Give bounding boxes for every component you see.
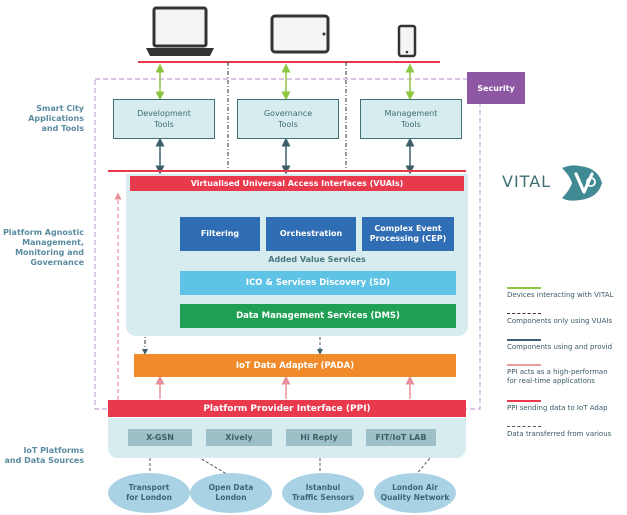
platform-agnostic-label: Platform Agnostic Management, Monitoring… bbox=[2, 228, 84, 267]
vital-logo-mark bbox=[562, 165, 602, 201]
added-value-label: Added Value Services bbox=[268, 255, 366, 264]
vuai-bar: Virtualised Universal Access Interfaces … bbox=[130, 176, 464, 191]
legend-line-components bbox=[507, 339, 541, 341]
iot-platforms-label: IoT Platforms and Data Sources bbox=[4, 446, 84, 465]
legend-devices: Devices interacting with VITAL bbox=[507, 291, 614, 299]
platform-provider-interface-bar: Platform Provider Interface (PPI) bbox=[108, 400, 466, 417]
orchestration-box: Orchestration bbox=[266, 217, 356, 251]
security-badge: Security bbox=[467, 72, 525, 104]
iot-data-adapter-bar: IoT Data Adapter (PADA) bbox=[134, 354, 456, 377]
legend-ppi-highperf: PPI acts as a high-performan bbox=[507, 368, 608, 376]
legend-line-vuai-only bbox=[507, 313, 541, 314]
legend-ppi-highperf-2: for real-time applications bbox=[507, 377, 595, 385]
legend-vuai-only: Components only using VUAIs bbox=[507, 317, 613, 325]
legend-ppi-sending: PPI sending data to IoT Adap bbox=[507, 404, 608, 412]
vuai-top-rail bbox=[108, 170, 466, 172]
filtering-box: Filtering bbox=[180, 217, 260, 251]
data-management-services-bar: Data Management Services (DMS) bbox=[180, 304, 456, 328]
platform-x-gsn: X-GSN bbox=[128, 429, 192, 446]
tablet-icon bbox=[270, 14, 330, 54]
legend-line-devices bbox=[507, 287, 541, 289]
vital-logo-text: VITAL bbox=[502, 172, 552, 191]
ico-services-discovery-bar: ICO & Services Discovery (SD) bbox=[180, 271, 456, 295]
legend-data-transferred: Data transferred from various bbox=[507, 430, 612, 438]
phone-icon bbox=[397, 24, 417, 58]
legend-line-data-transferred bbox=[507, 426, 541, 427]
smart-city-label: Smart City Applications and Tools bbox=[28, 104, 84, 133]
platform-fit-iot-lab: FIT/IoT LAB bbox=[366, 429, 436, 446]
vital-logo: VITAL bbox=[502, 158, 612, 206]
platform-hi-reply: Hi Reply bbox=[286, 429, 352, 446]
legend-line-ppi-highperf bbox=[507, 364, 541, 366]
laptop-icon bbox=[144, 6, 216, 58]
platform-xively: Xively bbox=[206, 429, 272, 446]
legend-components: Components using and provid bbox=[507, 343, 613, 351]
legend-line-ppi-sending bbox=[507, 400, 541, 402]
